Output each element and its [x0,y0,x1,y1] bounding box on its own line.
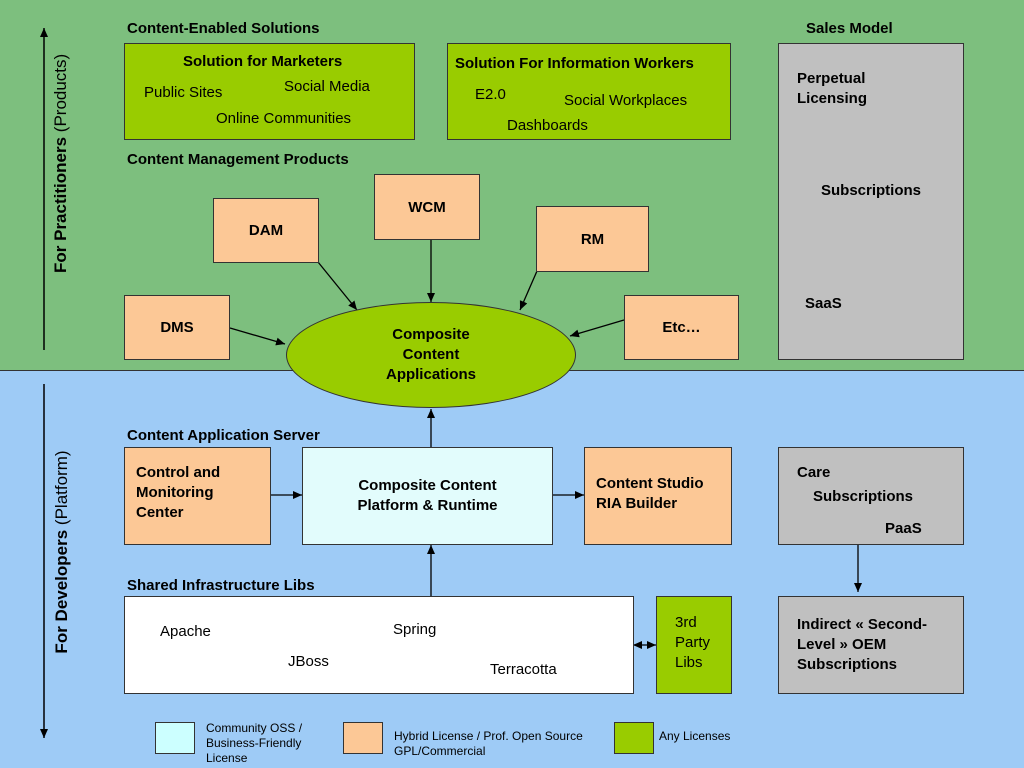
shared-libs-box: Apache Spring JBoss Terracotta [124,596,634,694]
sales-model-title: Sales Model [806,20,893,37]
marketers-item: Public Sites [144,84,223,101]
content-studio-box: Content Studio RIA Builder [584,447,732,545]
legend-swatch-hybrid [343,722,383,754]
wcm-box: WCM [374,174,480,240]
dam-box: DAM [213,198,319,263]
practitioners-axis-label: For Practitioners (Products) [51,54,73,273]
marketers-item: Online Communities [216,110,352,127]
rm-arrow [519,270,538,311]
third-party-label: 3rd Party Libs [675,614,711,671]
info-workers-item: E2.0 [475,86,506,103]
solution-for-marketers-box: Solution for Marketers Public Sites Soci… [124,43,415,140]
dam-label: DAM [248,222,284,239]
content-application-server-title: Content Application Server [127,427,320,444]
lib-item: Spring [393,621,437,638]
developers-bold: For Developers [52,529,71,654]
dam-arrow [317,261,358,311]
developers-rest: (Platform) [52,450,71,526]
developers-band [0,371,1024,768]
lib-item: JBoss [288,653,329,670]
third-party-libs-box: 3rd Party Libs [656,596,732,694]
care-subscriptions-box: Care Subscriptions PaaS [778,447,964,545]
platform-label: Composite Content Platform & Runtime [357,477,498,514]
legend-label-community: Community OSS / Business-Friendly Licens… [206,721,303,765]
sales-item-perpetual: Perpetual Licensing [797,70,868,107]
legend-swatch-any [614,722,654,754]
rm-box: RM [536,206,649,272]
content-management-products-title: Content Management Products [127,151,349,168]
lib-item: Apache [160,623,211,640]
sales-model-box: Perpetual Licensing Subscriptions SaaS [778,43,964,360]
dms-label: DMS [160,319,194,336]
content-enabled-solutions-title: Content-Enabled Solutions [127,20,320,37]
care-item: Care [797,464,831,481]
composite-label: Composite Content Applications [385,326,476,383]
lib-item: Terracotta [490,661,557,678]
sales-item-saas: SaaS [805,295,842,312]
dms-box: DMS [124,295,230,360]
care-item: Subscriptions [813,488,914,505]
etc-arrow [569,319,625,338]
info-workers-title: Solution For Information Workers [455,55,694,72]
indirect-label: Indirect « Second-Level » OEM Subscripti… [797,616,928,673]
shared-infrastructure-libs-title: Shared Infrastructure Libs [127,577,315,594]
composite-platform-runtime-box: Composite Content Platform & Runtime [302,447,553,545]
practitioners-bold: For Practitioners [51,136,70,273]
solution-for-information-workers-box: Solution For Information Workers E2.0 So… [447,43,731,140]
care-item: PaaS [885,520,922,537]
marketers-item: Social Media [284,78,370,95]
legend-label-hybrid: Hybrid License / Prof. Open Source GPL/C… [394,729,583,758]
legend-label-any: Any Licenses [659,729,731,743]
indirect-oem-box: Indirect « Second-Level » OEM Subscripti… [778,596,964,694]
legend-swatch-community [155,722,195,754]
control-monitoring-center-box: Control and Monitoring Center [124,447,271,545]
info-workers-item: Social Workplaces [564,92,688,109]
etc-box: Etc… [624,295,739,360]
dms-arrow [229,327,286,346]
control-label: Control and Monitoring Center [136,464,221,521]
rm-label: RM [580,230,605,248]
studio-label: Content Studio RIA Builder [596,475,704,512]
info-workers-item: Dashboards [507,117,588,134]
developers-axis-label: For Developers (Platform) [52,437,74,667]
marketers-title: Solution for Marketers [183,53,343,70]
composite-content-applications-ellipse: Composite Content Applications [286,302,576,408]
wcm-label: WCM [408,198,446,216]
practitioners-rest: (Products) [51,53,70,133]
etc-label: Etc… [662,319,701,336]
sales-item-subscriptions: Subscriptions [821,182,922,199]
